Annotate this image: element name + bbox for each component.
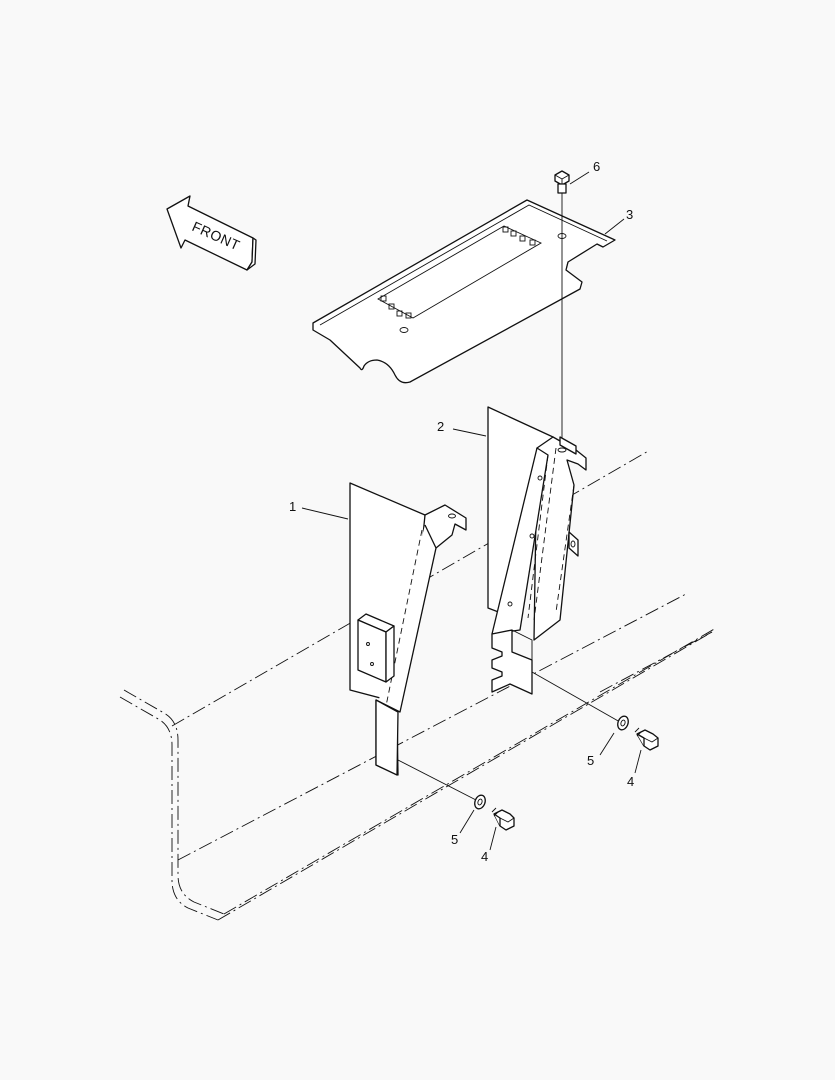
callout-4-upper: 4 [627,774,634,789]
alignment-line-lower-right [531,671,621,723]
callout-2: 2 [437,419,444,434]
callout-3: 3 [626,207,633,222]
bolt-part-4-lower [491,807,515,831]
washer-part-5-upper [617,715,629,731]
bracket-part-1 [349,482,467,776]
callout-leaders [301,171,642,851]
bracket-part-2 [487,406,587,695]
bolt-part-4-upper [634,727,659,751]
callout-6: 6 [593,159,600,174]
callout-5-upper: 5 [587,753,594,768]
callout-4-lower: 4 [481,849,488,864]
callout-1: 1 [289,499,296,514]
callout-5-lower: 5 [451,832,458,847]
bolt-part-6 [554,170,570,194]
cover-plate [312,199,616,384]
front-direction-arrow: FRONT [166,195,257,271]
washer-part-5-lower [474,794,486,810]
alignment-line-lower-left [397,759,477,801]
